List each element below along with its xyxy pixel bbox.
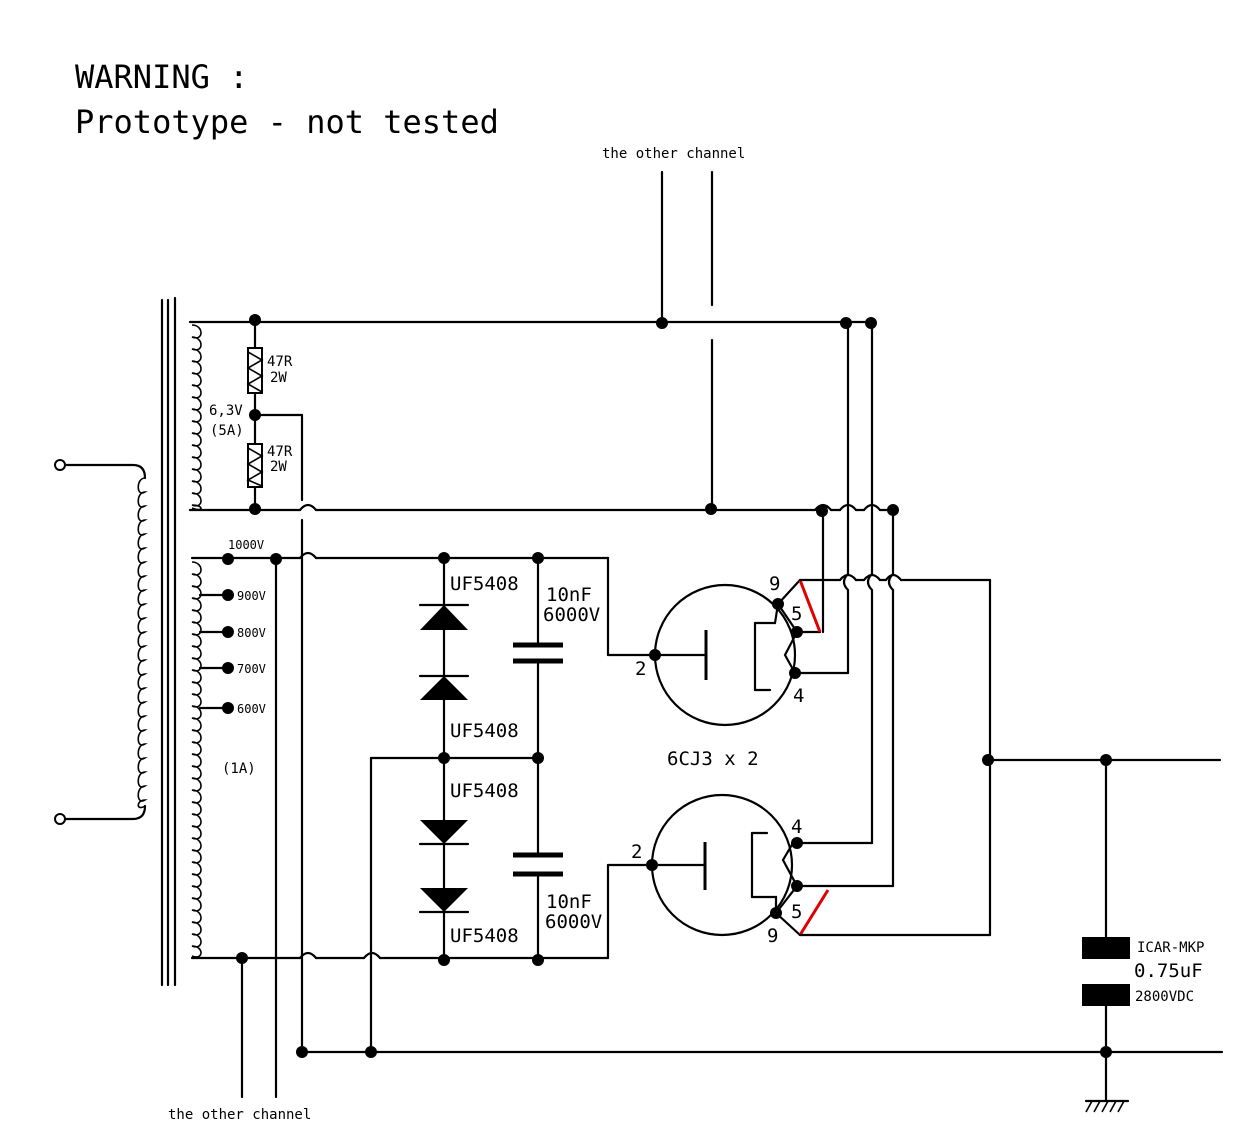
diode-4-label: UF5408 [450, 925, 519, 947]
heater-wiring [253, 170, 895, 512]
warning-line-1: WARNING : [75, 58, 248, 96]
tube-type-label: 6CJ3 x 2 [667, 748, 759, 770]
primary-winding [54, 459, 148, 825]
common-bus [300, 518, 1224, 1054]
other-channel-top-label: the other channel [602, 146, 745, 162]
resistor-2-power: 2W [270, 459, 287, 475]
diode-2-label: UF5408 [450, 720, 519, 742]
tap-600v: 600V [237, 702, 266, 716]
cap-2-voltage: 6000V [545, 911, 602, 933]
other-channel-bottom-label: the other channel [168, 1107, 311, 1123]
tap-1000v: 1000V [228, 538, 264, 552]
resistor-2: 47R 2W [246, 443, 293, 488]
junction-dots [222, 314, 1112, 1058]
output-rail [798, 573, 1222, 939]
heater-current-label: (5A) [210, 423, 244, 439]
diode-3-label: UF5408 [450, 780, 519, 802]
tap-900v: 900V [237, 589, 266, 603]
tap-800v: 800V [237, 626, 266, 640]
resistor-1-value: 47R [267, 354, 293, 370]
diode-stack: UF5408 UF5408 UF5408 UF5408 [418, 556, 519, 960]
tube-bottom-pin-5: 5 [791, 901, 802, 923]
hv-winding [191, 561, 202, 958]
hv-top-rail [226, 551, 657, 1099]
resistor-1-power: 2W [270, 370, 287, 386]
warning-line-2: Prototype - not tested [75, 103, 499, 141]
diode-1-label: UF5408 [450, 573, 519, 595]
resistor-2-value: 47R [267, 444, 293, 460]
tap-700v: 700V [237, 662, 266, 676]
tube-bottom-pin-9: 9 [767, 925, 778, 947]
tube-top-pin-2: 2 [635, 658, 646, 680]
heater-winding [188, 320, 257, 512]
output-cap-voltage: 2800VDC [1135, 989, 1194, 1005]
tube-top-pin-4: 4 [793, 685, 804, 707]
output-cap-type: ICAR-MKP [1137, 940, 1204, 956]
tube-bottom: 4 2 5 9 [631, 793, 830, 947]
tube-top-pin-9: 9 [769, 573, 780, 595]
hv-current-label: (1A) [222, 761, 256, 777]
tube-bottom-pin-2: 2 [631, 841, 642, 863]
tube-top: 9 5 2 4 [635, 573, 822, 727]
output-cap-value: 0.75uF [1134, 960, 1203, 982]
resistor-1: 47R 2W [246, 347, 293, 394]
cap-2-value: 10nF [546, 891, 592, 913]
tube-top-pin-5: 5 [791, 603, 802, 625]
output-capacitor: ICAR-MKP 0.75uF 2800VDC [1082, 937, 1204, 1102]
cap-1-value: 10nF [546, 584, 592, 606]
tube-heater-feeds [791, 320, 895, 888]
capacitor-stack: 10nF 6000V 10nF 6000V [513, 556, 602, 960]
transformer-core [160, 296, 177, 987]
heater-voltage-label: 6,3V [209, 403, 243, 419]
cap-1-voltage: 6000V [543, 604, 600, 626]
tube-bottom-pin-4: 4 [791, 816, 802, 838]
ground-symbol [1084, 1099, 1130, 1113]
